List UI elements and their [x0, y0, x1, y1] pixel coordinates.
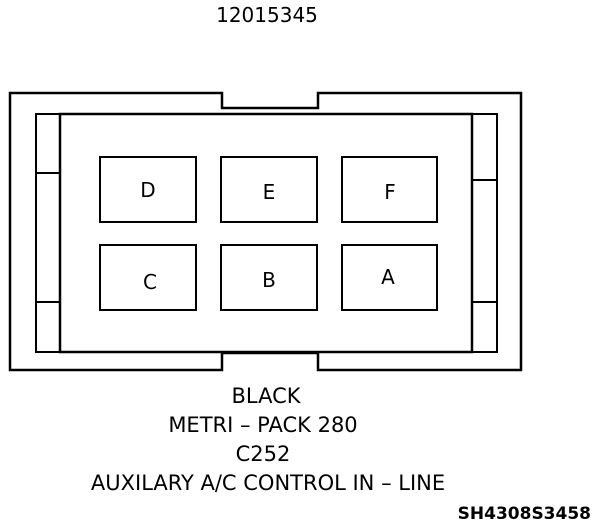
- cavity-E: E: [220, 156, 318, 223]
- cavity-label: D: [140, 178, 155, 202]
- connector-series: METRI – PACK 280: [168, 413, 357, 437]
- left-latch-rail: [36, 172, 60, 303]
- housing-inner-outline: [35, 113, 498, 353]
- cavity-label: B: [262, 268, 276, 292]
- cavity-label: F: [384, 180, 396, 204]
- connector-id: C252: [236, 442, 291, 466]
- cavity-label: A: [381, 265, 395, 289]
- cavity-frame: [58, 112, 474, 354]
- cavity-D: D: [99, 156, 197, 223]
- connector-housing: [8, 91, 523, 372]
- right-latch-rail: [472, 179, 497, 303]
- cavity-B: B: [220, 244, 318, 311]
- connector-description: AUXILARY A/C CONTROL IN – LINE: [91, 471, 445, 495]
- figure-code: SH4308S3458: [458, 504, 591, 524]
- cavity-C: C: [99, 244, 197, 311]
- part-number: 12015345: [216, 3, 318, 27]
- cavity-A: A: [341, 244, 438, 311]
- cavity-label: C: [143, 270, 157, 294]
- cavity-label: E: [263, 180, 276, 204]
- connector-color: BLACK: [231, 384, 301, 408]
- cavity-F: F: [341, 156, 438, 223]
